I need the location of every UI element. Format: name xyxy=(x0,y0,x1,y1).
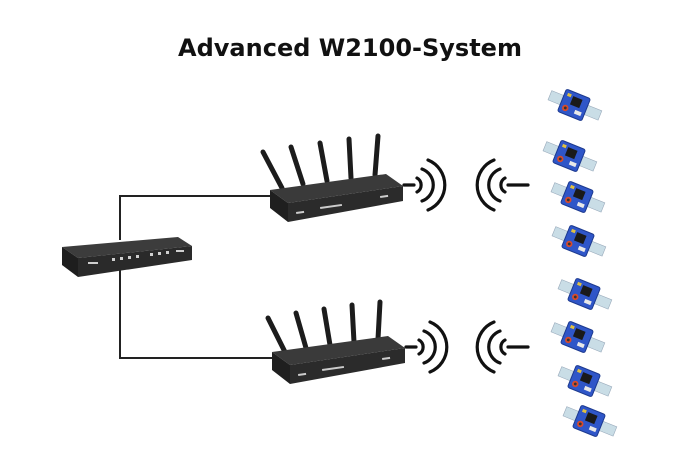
sensor-node xyxy=(551,225,607,257)
waves-receiver-bottom xyxy=(404,320,449,374)
wireless-waves-bottom xyxy=(404,320,530,374)
waves-sensors-top xyxy=(475,158,530,212)
receiver-top xyxy=(260,133,403,222)
diagram-title: Advanced W2100-System xyxy=(178,34,522,62)
wireless-waves-top xyxy=(402,158,530,212)
cable-bottom xyxy=(119,268,272,359)
sensor-node xyxy=(550,181,606,213)
waves-receiver-top xyxy=(402,158,447,212)
sensor-node xyxy=(550,321,606,353)
waves-sensors-bottom xyxy=(475,320,530,374)
sensor-node xyxy=(562,405,618,437)
central-hub xyxy=(62,237,192,277)
sensor-node xyxy=(542,140,598,172)
receiver-bottom-antennas xyxy=(265,299,383,355)
sensor-node xyxy=(557,365,613,397)
cable-top xyxy=(119,195,270,240)
receiver-top-antennas xyxy=(260,133,381,191)
receiver-bottom xyxy=(265,299,405,384)
sensor-node xyxy=(557,278,613,310)
sensor-node xyxy=(547,89,603,121)
sensor-nodes xyxy=(542,89,618,437)
